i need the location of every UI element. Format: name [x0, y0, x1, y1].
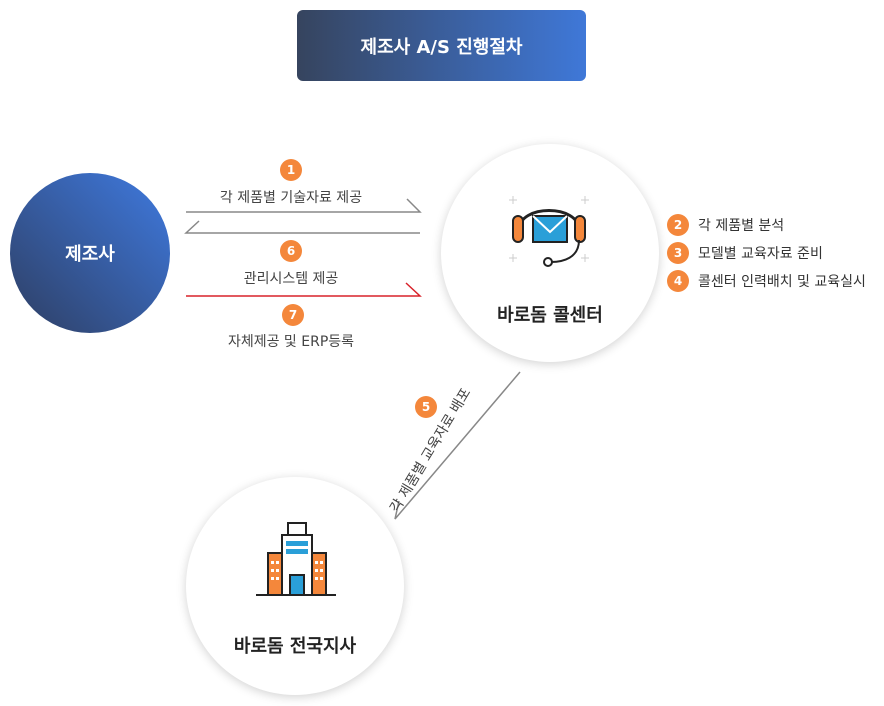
- step-label-3: 모델별 교육자료 준비: [698, 246, 823, 262]
- step-badge-5: 5: [415, 396, 437, 418]
- manufacturer-label: 제조사: [65, 244, 115, 265]
- manufacturer-node: 제조사: [10, 173, 170, 333]
- page-title: 제조사 A/S 진행절차: [297, 10, 586, 81]
- call-center-label: 바로돔 콜센터: [497, 305, 603, 326]
- flow-label-1: 각 제품별 기술자료 제공: [219, 190, 363, 206]
- call-center-steps: 2 각 제품별 분석 3 모델별 교육자료 준비 4 콜센터 인력배치 및 교육…: [667, 211, 866, 295]
- flow-label-6: 관리시스템 제공: [243, 271, 339, 287]
- step-label-2: 각 제품별 분석: [698, 218, 785, 234]
- flow-label-7: 자체제공 및 ERP등록: [227, 334, 355, 350]
- arrow-6-line: [186, 282, 422, 297]
- arrow-back-line: [184, 220, 420, 234]
- step-badge-1: 1: [280, 159, 302, 181]
- step-label-4: 콜센터 인력배치 및 교육실시: [698, 274, 866, 290]
- step-badge-7: 7: [282, 304, 304, 326]
- call-center-node: 바로돔 콜센터: [441, 144, 659, 362]
- step-badge-2: 2: [667, 214, 689, 236]
- step-item: 2 각 제품별 분석: [667, 211, 866, 239]
- step-item: 3 모델별 교육자료 준비: [667, 239, 866, 267]
- step-badge-4: 4: [667, 270, 689, 292]
- headset-envelope-icon: [509, 196, 589, 267]
- arrow-5-line: [394, 371, 521, 520]
- branch-label: 바로돔 전국지사: [233, 636, 357, 657]
- step-badge-6: 6: [280, 240, 302, 262]
- step-item: 4 콜센터 인력배치 및 교육실시: [667, 267, 866, 295]
- building-icon: [256, 522, 336, 596]
- arrow-1-line: [186, 198, 422, 213]
- step-badge-3: 3: [667, 242, 689, 264]
- branch-node: 바로돔 전국지사: [186, 477, 404, 695]
